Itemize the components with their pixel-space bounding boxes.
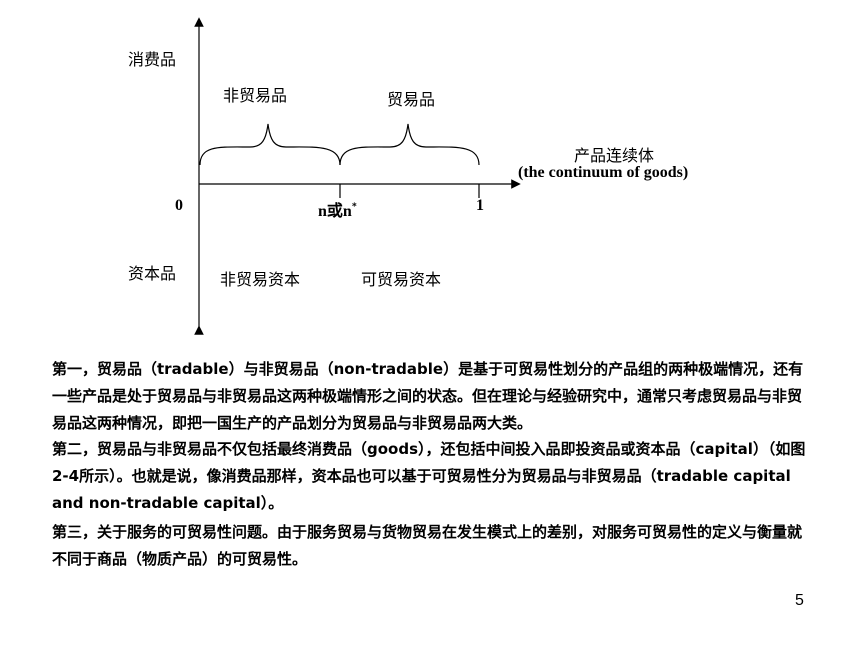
nontradable-goods-label: 非贸易品 — [223, 86, 288, 105]
consumer-goods-label: 消费品 — [128, 50, 177, 69]
paragraph-3: 第三，关于服务的可贸易性问题。由于服务贸易与货物贸易在发生模式上的差别，对服务可… — [52, 523, 803, 568]
n-mark-sup: * — [351, 201, 357, 213]
page-number: 5 — [795, 592, 804, 609]
n-mark-label: n或n* — [318, 197, 357, 221]
paragraph-1: 第一，贸易品（tradable）与非贸易品（non-tradable）是基于可贸… — [52, 360, 804, 432]
continuum-label-cn: 产品连续体 — [574, 146, 655, 165]
continuum-label-en: (the continuum of goods) — [518, 164, 689, 181]
tradable-capital-label: 可贸易资本 — [361, 270, 442, 289]
one-label: 1 — [476, 197, 484, 214]
capital-goods-label: 资本品 — [128, 264, 177, 283]
tradable-goods-label: 贸易品 — [387, 90, 436, 109]
continuum-diagram — [194, 17, 521, 335]
n-mark-text: n或n — [318, 203, 352, 220]
nontradable-capital-label: 非贸易资本 — [220, 270, 301, 289]
paragraph-2: 第二，贸易品与非贸易品不仅包括最终消费品（goods），还包括中间投入品即投资品… — [52, 440, 806, 512]
origin-label: 0 — [175, 197, 183, 214]
brace-nontradable — [199, 123, 341, 166]
brace-tradable — [339, 123, 480, 166]
